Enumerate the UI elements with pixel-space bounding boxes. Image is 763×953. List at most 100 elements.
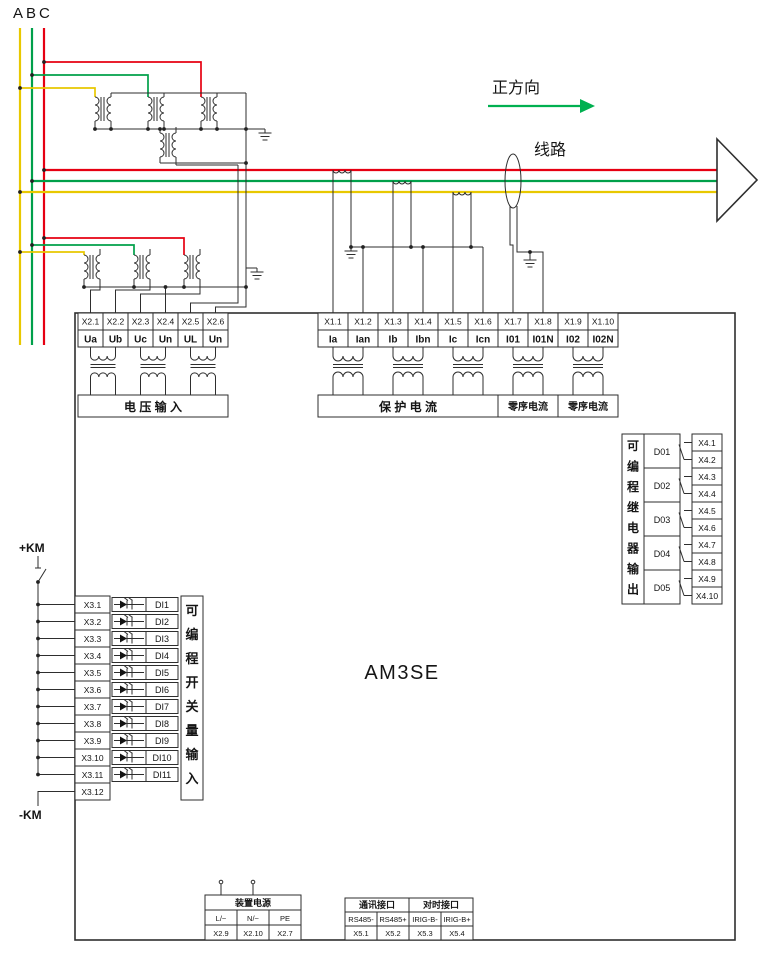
terminal-cell: X3.4 (74, 646, 111, 665)
pt-feed-wires (20, 61, 202, 255)
terminal-id: X1.8 (534, 317, 552, 327)
terminal-id: X1.10 (592, 317, 614, 327)
terminal-label: I01N (532, 335, 553, 346)
terminal-id: X3.4 (84, 651, 102, 661)
terminal-cell: X3.9 (74, 731, 111, 750)
terminal-label: Ib (389, 335, 398, 346)
dc-plus-label: +KM (19, 541, 45, 555)
terminal-label: Ia (329, 335, 338, 346)
transformer-icon (190, 347, 216, 395)
terminal-cell: X3.3 (74, 629, 111, 648)
relay-output-vertical-label: 出 (627, 582, 639, 597)
table-cell: RS485- (348, 915, 374, 924)
device-name-label: AM3SE (364, 662, 439, 684)
switch-input-vertical-label: 入 (185, 771, 198, 786)
switch-input-vertical-label: 开 (185, 675, 198, 690)
optocoupler-icon (111, 767, 147, 782)
terminal-id: X3.2 (84, 617, 102, 627)
di-label-cell: DI2 (145, 614, 179, 629)
switch-input-vertical-label: 关 (185, 699, 198, 714)
voltage-input-label: 电 压 输 入 (124, 399, 182, 414)
terminal-label: Uc (134, 335, 147, 346)
timesync-table-title: 对时接口 (423, 899, 459, 910)
di-label: DI10 (152, 753, 171, 763)
comm-table-title: 通讯接口 (359, 899, 395, 910)
switch-input-vertical-label: 程 (185, 651, 198, 666)
terminal-id: X1.6 (474, 317, 492, 327)
terminal-cell: X3.12 (74, 782, 111, 801)
ground-icon (258, 129, 272, 141)
di-label-cell: DI3 (145, 631, 179, 646)
transformer-icon (140, 347, 166, 395)
line-label: 线路 (534, 141, 566, 159)
transformer-icon (94, 96, 112, 122)
terminal-label: I01 (506, 335, 520, 346)
table-cell: X2.9 (213, 929, 228, 938)
ct-coil-icon (392, 180, 412, 185)
terminal-id: X1.3 (384, 317, 402, 327)
terminal-cell: X2.3Uc (127, 312, 154, 348)
relay-output-vertical-label: 程 (627, 479, 639, 494)
terminal-id: X3.1 (84, 600, 102, 610)
terminal-id: X3.12 (81, 787, 103, 797)
di-label: DI4 (155, 651, 169, 661)
table-cell: X2.10 (243, 929, 263, 938)
table-cell: X5.3 (417, 929, 432, 938)
ct-coil-icon (452, 191, 472, 196)
ground-icon (250, 268, 264, 280)
terminal-label: I02N (592, 335, 613, 346)
terminal-id: X3.3 (84, 634, 102, 644)
transformer-icon (90, 347, 116, 395)
optocoupler-icon (111, 716, 147, 731)
relay-contact-icon (678, 476, 692, 494)
relay-contact-icon (678, 510, 692, 528)
terminal-id: X2.4 (157, 317, 175, 327)
terminal-id: X4.10 (696, 591, 718, 601)
terminal-id: X2.1 (82, 317, 100, 327)
terminal-cell: X3.8 (74, 714, 111, 733)
phase-names-label: ABC (13, 5, 53, 22)
table-cell: IRIG-B- (412, 915, 438, 924)
terminal-id: X1.9 (564, 317, 582, 327)
di-label-cell: DI8 (145, 716, 179, 731)
transformer-icon (452, 347, 484, 395)
terminal-cell: X2.6Un (202, 312, 229, 348)
switch-input-vertical-label: 输 (185, 747, 199, 762)
terminal-id: X4.2 (698, 455, 716, 465)
relay-contact-icon (678, 544, 692, 562)
terminal-id: X1.2 (354, 317, 372, 327)
table-cell: L/~ (216, 914, 227, 923)
switch-input-vertical-label: 编 (185, 627, 198, 642)
optocoupler-icon (111, 682, 147, 697)
table-cell: PE (280, 914, 290, 923)
terminal-id: X3.10 (81, 753, 103, 763)
zero-seq-label-2: 零序电流 (567, 400, 608, 413)
transformer-icon (332, 347, 364, 395)
feeder-line (20, 168, 717, 194)
terminal-cell: X1.3Ib (377, 312, 409, 348)
terminal-id: X4.4 (698, 489, 716, 499)
di-label: DI8 (155, 719, 169, 729)
transformer-icon (572, 347, 604, 395)
ground-icon (523, 256, 537, 268)
switch-input-vertical-label: 量 (185, 723, 198, 738)
voltage-input-box (77, 394, 229, 418)
terminal-label: Un (159, 335, 172, 346)
optocoupler-icon (111, 665, 147, 680)
terminal-id: X4.3 (698, 472, 716, 482)
terminal-label: Ub (109, 335, 122, 346)
optocoupler-icon (111, 733, 147, 748)
relay-output-vertical-label: 输 (627, 561, 640, 576)
terminal-label: Ian (356, 335, 370, 346)
terminal-id: X1.1 (324, 317, 342, 327)
terminal-cell: X3.2 (74, 612, 111, 631)
di-label: DI2 (155, 617, 169, 627)
relay-output-vertical-label: 编 (626, 459, 639, 474)
